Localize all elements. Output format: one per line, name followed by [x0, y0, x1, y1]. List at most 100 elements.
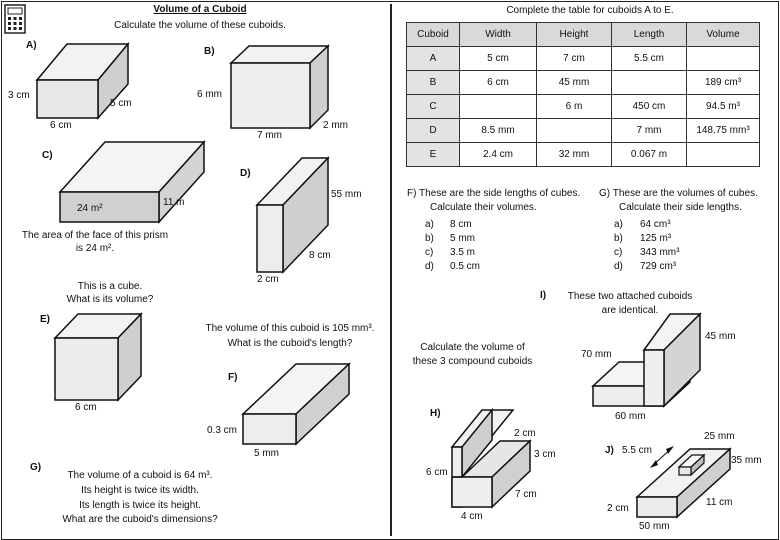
table-cell: 7 mm — [611, 118, 687, 143]
label-h: H) — [430, 408, 441, 419]
e-question-line1: This is a cube. — [77, 281, 143, 292]
i-dim-70mm: 70 mm — [581, 349, 612, 360]
g-line1: The volume of a cuboid is 64 m³. — [67, 470, 213, 481]
h-dim-4cm: 4 cm — [461, 511, 483, 522]
table-cell: 45 mm — [536, 70, 612, 95]
label-d: D) — [240, 168, 251, 179]
h-dim-6cm: 6 cm — [426, 467, 448, 478]
c-note-line2: is 24 m². — [75, 243, 115, 254]
f-item-letter: c) — [425, 247, 434, 258]
label-c: C) — [42, 150, 53, 161]
column-header: Cuboid — [406, 22, 460, 47]
d-depth-label: 8 cm — [309, 250, 331, 261]
f-question-line2: What is the cuboid's length? — [227, 338, 353, 349]
d-width-label: 2 cm — [257, 274, 279, 285]
table-cell: C — [406, 94, 460, 119]
table-cell: 5.5 cm — [611, 46, 687, 71]
cuboid-f-diagram — [241, 362, 351, 446]
cuboid-b-diagram — [229, 44, 330, 130]
g-line3: Its length is twice its height. — [79, 500, 201, 511]
label-a: A) — [26, 40, 37, 51]
table-cell: D — [406, 118, 460, 143]
b-height-label: 6 mm — [197, 89, 222, 100]
j-dim-35mm: 35 mm — [731, 455, 762, 466]
h-dim-2cm: 2 cm — [514, 428, 536, 439]
j-dim-25mm: 25 mm — [704, 431, 735, 442]
f-length-label: 5 mm — [254, 448, 279, 459]
f-item-value: 5 mm — [450, 233, 475, 244]
e-side-label: 6 cm — [75, 402, 97, 413]
c-note-line1: The area of the face of this prism — [21, 230, 169, 241]
a-width-label: 5 cm — [110, 98, 132, 109]
table-cell: 0.067 m — [611, 142, 687, 167]
calculator-icon — [4, 4, 26, 34]
cube-e-diagram — [53, 312, 143, 402]
prism-c-diagram — [58, 140, 206, 224]
column-header: Length — [611, 22, 687, 47]
table-cell — [611, 70, 687, 95]
table-header-row: Cuboid Width Height Length Volume — [406, 22, 760, 47]
column-header: Width — [459, 22, 537, 47]
i-dim-45mm: 45 mm — [705, 331, 736, 342]
label-f: F) — [228, 372, 238, 383]
compound-instructions-line1: Calculate the volume of — [420, 342, 525, 353]
table-cell: B — [406, 70, 460, 95]
table-cell: 189 cm³ — [686, 70, 760, 95]
page-title: Volume of a Cuboid — [153, 4, 247, 15]
cuboid-a-diagram — [35, 41, 130, 120]
c-face-area-label: 24 m² — [77, 203, 103, 214]
a-length-label: 6 cm — [50, 120, 72, 131]
g-item-letter: b) — [614, 233, 623, 244]
compound-instructions-line2: these 3 compound cuboids — [412, 356, 533, 367]
a-height-label: 3 cm — [8, 90, 30, 101]
g-item-value: 64 cm³ — [640, 219, 671, 230]
g-item-value: 729 cm³ — [640, 261, 677, 272]
table-cell: 5 cm — [459, 46, 537, 71]
table-cell: 2.4 cm — [459, 142, 537, 167]
d-height-label: 55 mm — [331, 189, 362, 200]
table-row: B 6 cm 45 mm 189 cm³ — [406, 70, 760, 95]
column-header: Volume — [686, 22, 760, 47]
table-row: A 5 cm 7 cm 5.5 cm — [406, 46, 760, 71]
f-item-letter: b) — [425, 233, 434, 244]
g-item-value: 343 mm³ — [640, 247, 680, 258]
cuboid-table: Cuboid Width Height Length Volume A 5 cm… — [406, 22, 760, 167]
g-item-letter: d) — [614, 261, 623, 272]
f-item-value: 0.5 cm — [450, 261, 481, 272]
table-cell — [686, 142, 760, 167]
table-cell: 7 cm — [536, 46, 612, 71]
j-dim-11cm: 11 cm — [706, 497, 733, 508]
f-item-value: 3.5 m — [450, 247, 476, 258]
c-length-label: 11 m — [163, 197, 185, 208]
j-dim-2cm: 2 cm — [607, 503, 629, 514]
label-e: E) — [40, 314, 50, 325]
table-cell: 32 mm — [536, 142, 612, 167]
f-height-label: 0.3 cm — [207, 425, 238, 436]
table-row: E 2.4 cm 32 mm 0.067 m — [406, 142, 760, 167]
b-length-label: 7 mm — [257, 130, 282, 141]
column-divider — [390, 4, 392, 536]
f-question-line1: The volume of this cuboid is 105 mm³. — [205, 323, 375, 334]
table-cell: 94.5 m³ — [686, 94, 760, 119]
f-item-letter: a) — [425, 219, 434, 230]
g-cubes-line2: Calculate their side lengths. — [619, 202, 742, 213]
label-b: B) — [204, 46, 215, 57]
label-i: I) — [540, 290, 547, 301]
g-item-letter: a) — [614, 219, 623, 230]
f-item-value: 8 cm — [450, 219, 472, 230]
table-cell — [686, 46, 760, 71]
h-dim-3cm: 3 cm — [534, 449, 556, 460]
column-header: Height — [536, 22, 612, 47]
label-g: G) — [30, 462, 42, 473]
f-cubes-line2: Calculate their volumes. — [430, 202, 537, 213]
e-question-line2: What is its volume? — [66, 294, 154, 305]
instructions: Calculate the volume of these cuboids. — [114, 20, 286, 31]
j-dim-50mm: 50 mm — [639, 521, 670, 532]
table-instructions: Complete the table for cuboids A to E. — [506, 5, 674, 16]
g-line4: What are the cuboid's dimensions? — [62, 514, 218, 525]
i-text-line2: are identical. — [601, 305, 659, 316]
i-text-line1: These two attached cuboids — [567, 291, 693, 302]
